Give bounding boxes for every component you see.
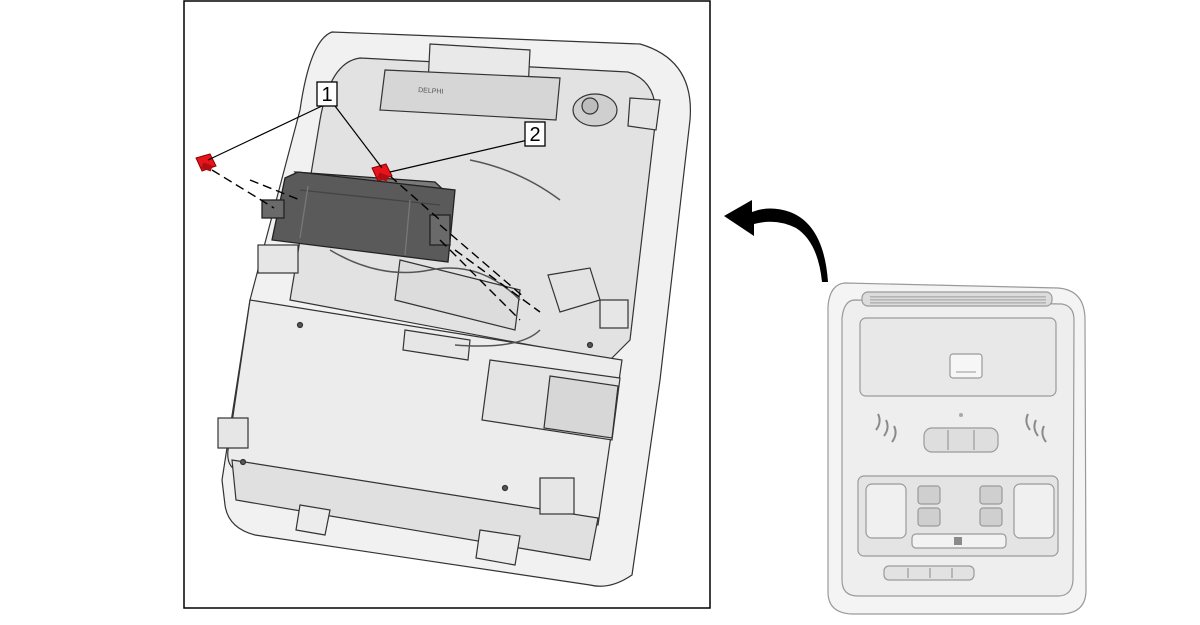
curved-arrow-left-icon bbox=[724, 200, 828, 282]
switch-left-lower bbox=[917, 507, 941, 527]
fasteners bbox=[195, 153, 393, 182]
alignment-lines bbox=[211, 169, 541, 321]
switch-right-upper bbox=[979, 485, 1003, 505]
control-module bbox=[261, 171, 456, 263]
module-front-face bbox=[271, 171, 456, 263]
bottom-button-row bbox=[883, 565, 975, 581]
switch-right-lower bbox=[979, 507, 1003, 527]
sunroof-button bbox=[949, 353, 983, 379]
map-light-right bbox=[1013, 483, 1055, 539]
lamp-lens-left bbox=[875, 413, 897, 443]
module-ear-left bbox=[261, 199, 285, 219]
leader-lines bbox=[207, 105, 529, 173]
callout-1: 1 bbox=[316, 81, 338, 107]
installed-console bbox=[827, 282, 1087, 615]
callout-2-number: 2 bbox=[529, 124, 540, 146]
center-button-bar bbox=[923, 427, 999, 453]
grille-dots bbox=[870, 296, 1046, 304]
map-light-left bbox=[865, 483, 907, 539]
fastener-right bbox=[371, 163, 393, 182]
module-ear-right bbox=[429, 214, 451, 246]
lamp-lens-right bbox=[1025, 413, 1047, 443]
callout-2: 2 bbox=[524, 121, 546, 147]
console-housing: DELPHI bbox=[217, 31, 692, 587]
switch-left-upper bbox=[917, 485, 941, 505]
callout-1-number: 1 bbox=[321, 84, 332, 106]
svg-text:DELPHI: DELPHI bbox=[418, 87, 444, 96]
